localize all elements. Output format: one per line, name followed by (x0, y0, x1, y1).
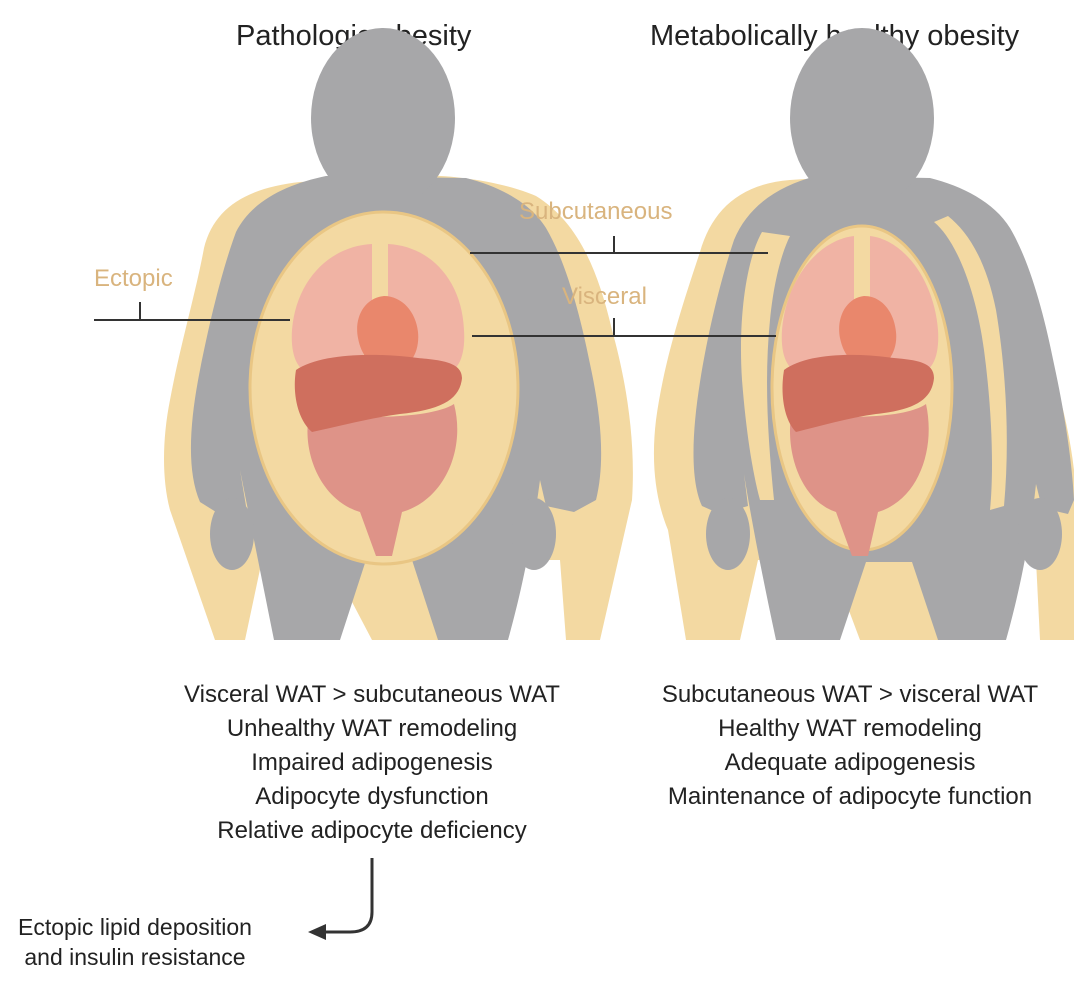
outcome-line-2: and insulin resistance (24, 944, 246, 970)
left-head (311, 28, 455, 208)
left-hand-left (210, 498, 254, 570)
left-liver (294, 354, 462, 432)
outcome-text: Ectopic lipid deposition and insulin res… (18, 912, 252, 972)
list-item: Maintenance of adipocyte function (667, 783, 1033, 810)
outcome-line-1: Ectopic lipid deposition (18, 914, 252, 940)
list-item: Visceral WAT > subcutaneous WAT (184, 681, 560, 708)
list-item: Adequate adipogenesis (724, 749, 976, 776)
label-leader-lines (94, 236, 776, 337)
right-figure (653, 28, 1074, 640)
list-item: Impaired adipogenesis (251, 749, 493, 776)
label-ectopic: Ectopic (94, 265, 173, 292)
right-liver (782, 354, 934, 432)
right-hand-left (706, 498, 750, 570)
right-fat-band-right (934, 216, 1007, 510)
label-visceral: Visceral (562, 283, 647, 310)
left-hand-right (512, 498, 556, 570)
list-item: Adipocyte dysfunction (255, 783, 489, 810)
healthy-features-list: Subcutaneous WAT > visceral WAT Healthy … (628, 678, 1072, 814)
right-fat-band-left (740, 232, 790, 500)
outcome-arrow (308, 858, 374, 940)
right-intestine (789, 404, 929, 556)
left-heart (357, 296, 419, 370)
right-heart (839, 296, 897, 368)
list-item: Unhealthy WAT remodeling (226, 715, 518, 742)
right-head (790, 28, 934, 208)
pathologic-features-list: Visceral WAT > subcutaneous WAT Unhealth… (132, 678, 612, 848)
left-lung-left (291, 244, 372, 375)
list-item: Subcutaneous WAT > visceral WAT (661, 681, 1039, 708)
left-neck (334, 190, 432, 214)
list-item: Healthy WAT remodeling (718, 715, 982, 742)
list-item: Relative adipocyte deficiency (217, 817, 527, 844)
label-subcutaneous: Subcutaneous (519, 198, 673, 225)
left-figure (164, 28, 633, 640)
left-visceral-fat-edge (248, 210, 520, 566)
right-hand-right (1018, 498, 1062, 570)
left-intestine (307, 404, 458, 556)
right-lung-left (781, 236, 854, 374)
right-neck (814, 190, 912, 214)
